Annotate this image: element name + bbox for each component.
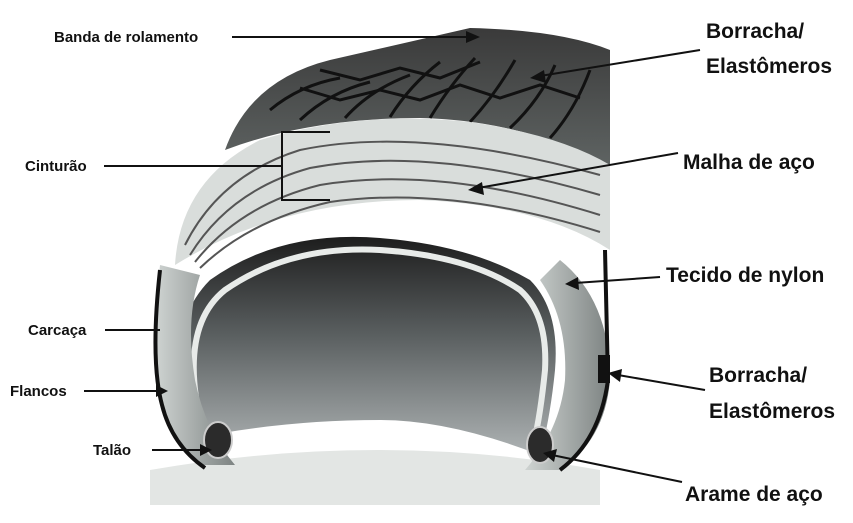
right-rubber-block — [598, 355, 610, 383]
label-steel-mesh: Malha de aço — [683, 151, 815, 174]
label-carcass: Carcaça — [28, 322, 87, 339]
label-bead: Talão — [93, 442, 131, 459]
label-sidewalls: Flancos — [10, 383, 67, 400]
label-rubber-top-line2: Elastômeros — [706, 55, 832, 78]
tire-illustration — [150, 28, 610, 505]
tire-cavity — [177, 237, 556, 455]
label-belt: Cinturão — [25, 158, 87, 175]
left-bead — [204, 422, 232, 458]
label-rubber-bottom-line2: Elastômeros — [709, 400, 835, 423]
label-rubber-bottom-line1: Borracha/ — [709, 364, 807, 387]
label-nylon-fabric: Tecido de nylon — [666, 264, 824, 287]
label-rubber-top-line1: Borracha/ — [706, 20, 804, 43]
label-tread: Banda de rolamento — [54, 29, 198, 46]
label-steel-wire: Arame de aço — [685, 483, 823, 506]
